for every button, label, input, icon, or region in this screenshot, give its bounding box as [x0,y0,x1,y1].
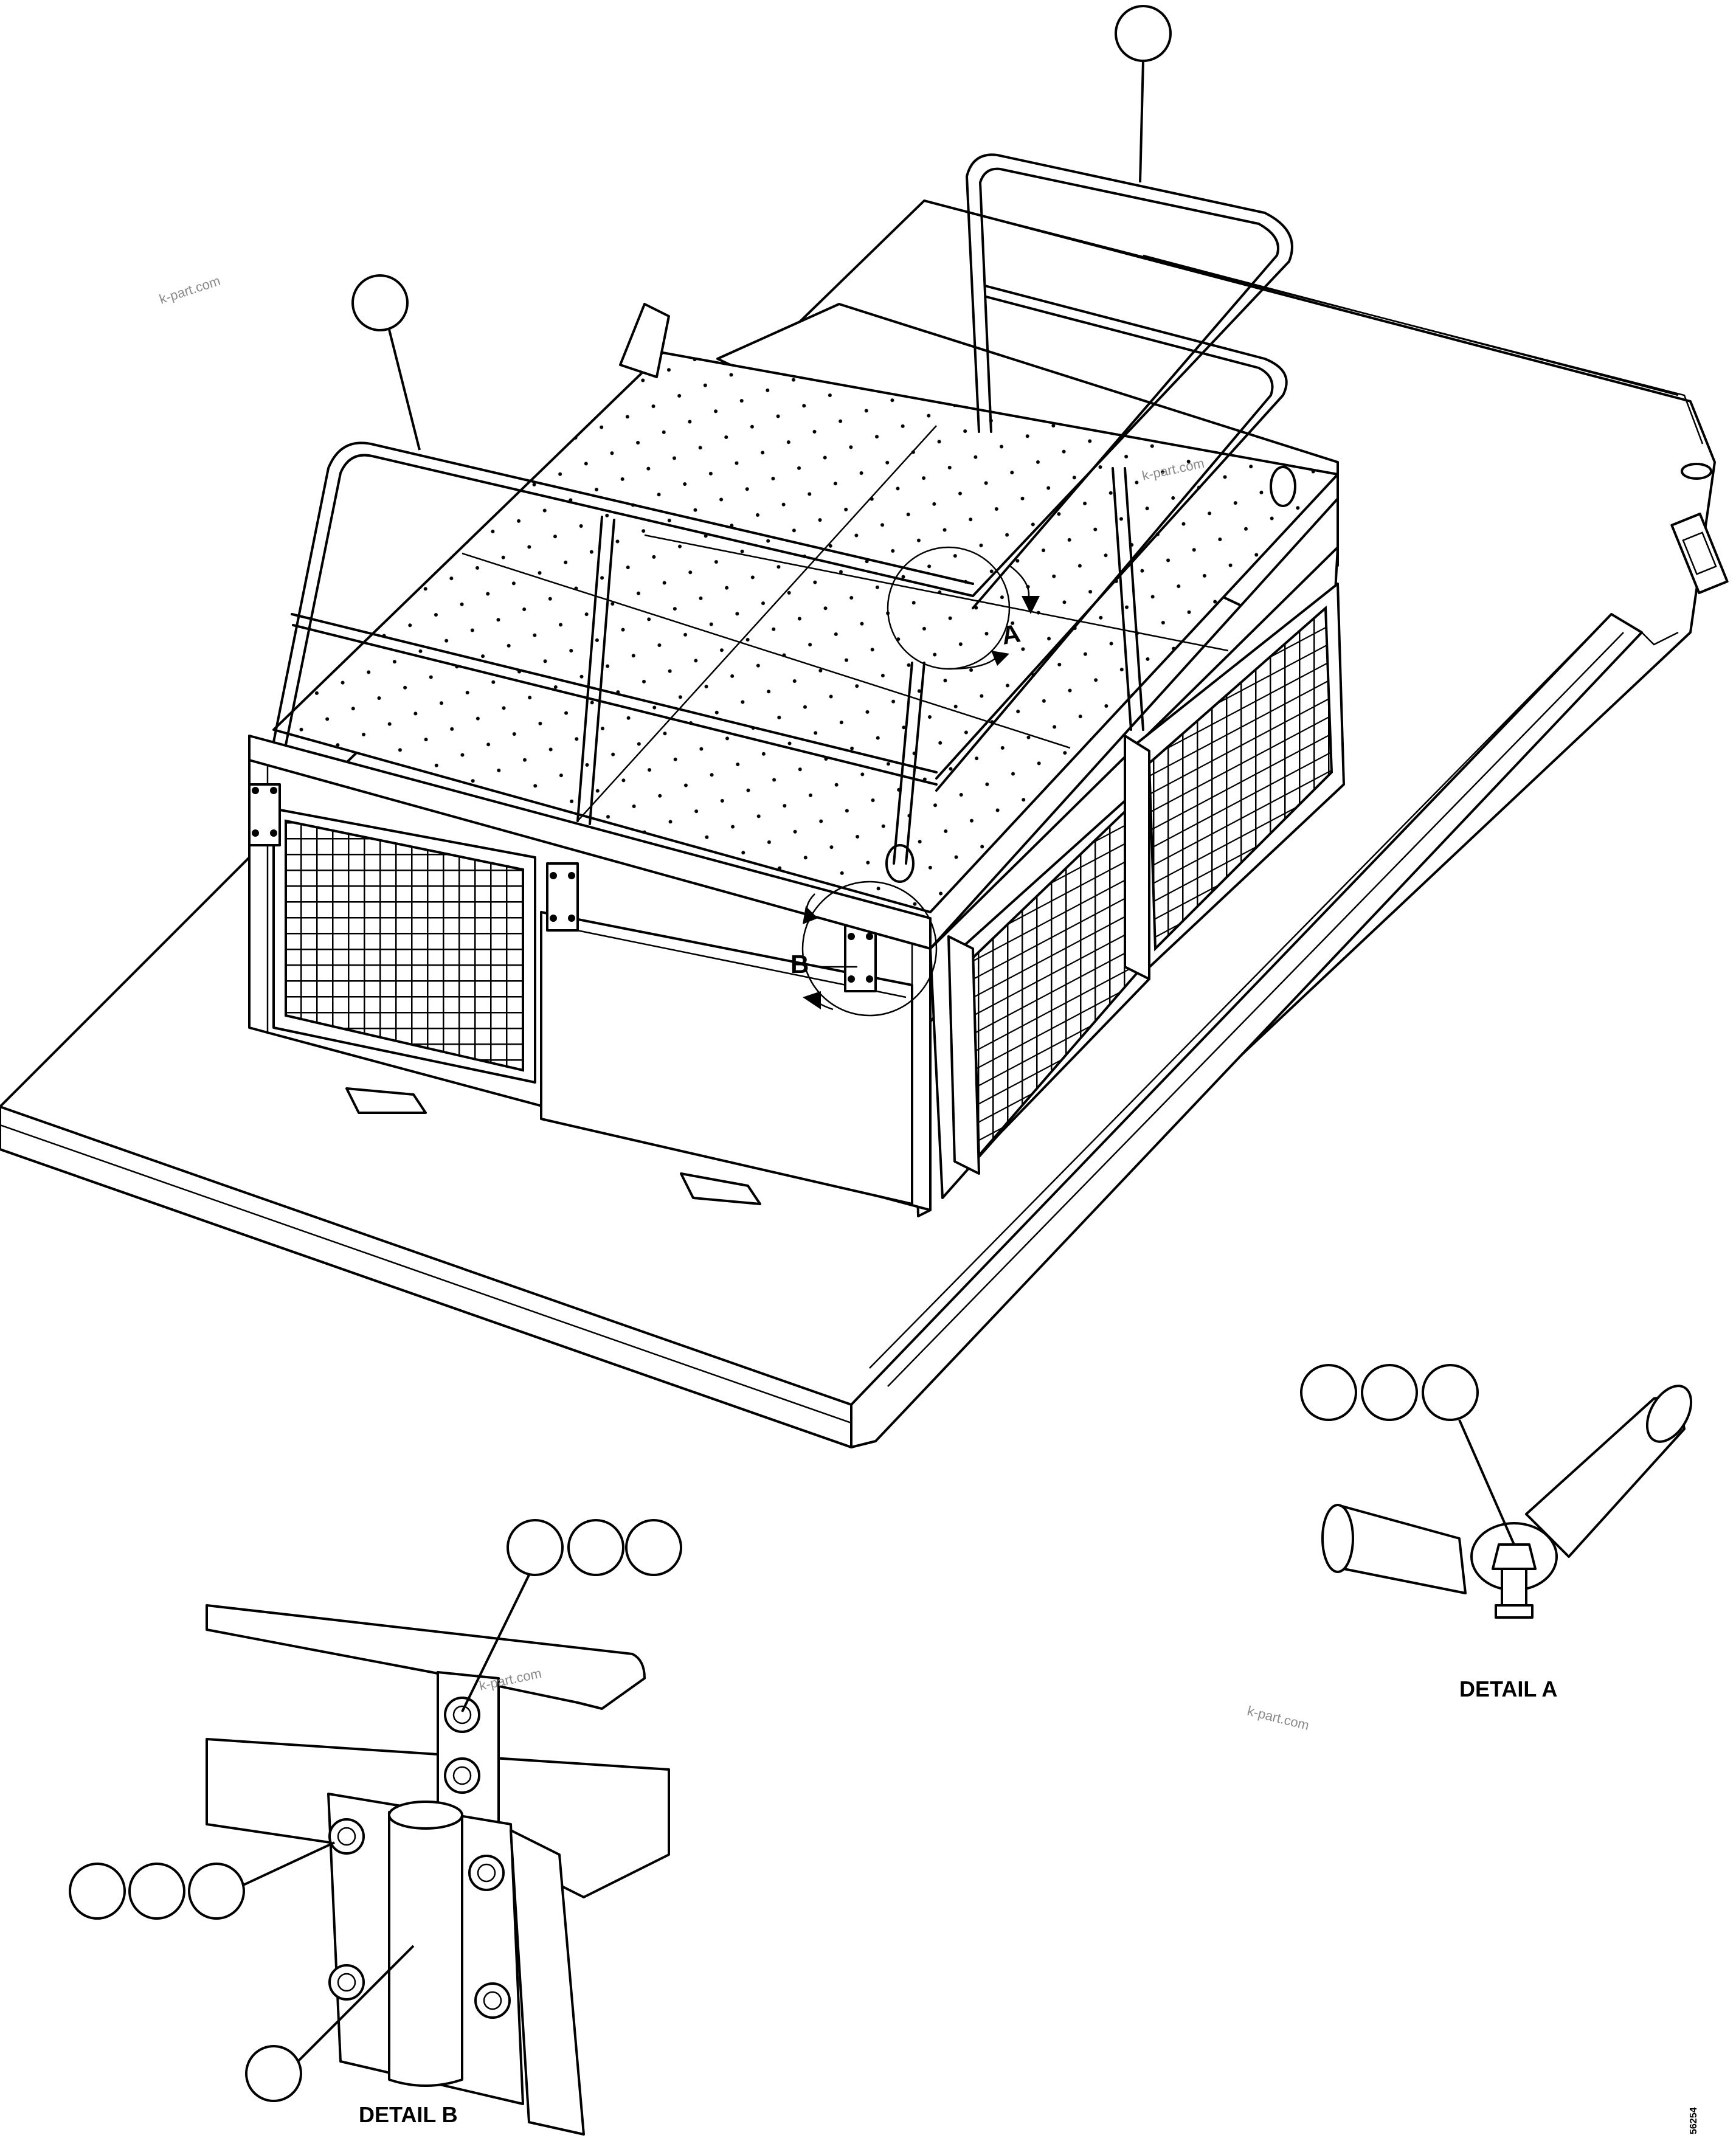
main-assembly: A B [0,5,1729,1448]
detail-b-title: DETAIL B [359,2102,458,2127]
figure-number: 56254 [1689,2107,1699,2134]
detail-b-view: DETAIL B [69,1519,682,2136]
item-balloon[interactable] [507,1519,564,1576]
detail-b-marker: B [790,950,809,978]
balloon-group-handrail-left [351,274,421,451]
detail-a-view: DETAIL A [1300,1364,1693,1701]
detail-b-callout: B [790,880,938,1017]
item-balloon[interactable] [1361,1364,1418,1421]
watermark: k-part.com [1246,1703,1311,1733]
item-balloon[interactable] [188,1863,245,1920]
detail-a-title: DETAIL A [1459,1676,1557,1701]
handrail-right [893,153,1293,865]
item-balloon[interactable] [245,2045,302,2102]
detail-b-bolts [328,1697,511,2019]
item-balloon[interactable] [1300,1364,1357,1421]
item-balloon[interactable] [69,1863,126,1920]
item-balloon[interactable] [625,1519,682,1576]
enclosure-front [248,747,932,1211]
item-balloon[interactable] [128,1863,185,1920]
detail-a-callout: A [887,546,1040,670]
item-balloon[interactable] [567,1519,624,1576]
filter-panel-rear [1124,583,1345,980]
handrail-left [272,441,974,825]
item-balloon[interactable] [1115,5,1172,62]
item-balloon[interactable] [351,274,409,331]
watermark: k-part.com [157,273,223,307]
balloon-group-handrail-right [1115,5,1172,183]
item-balloon[interactable] [1422,1364,1479,1421]
